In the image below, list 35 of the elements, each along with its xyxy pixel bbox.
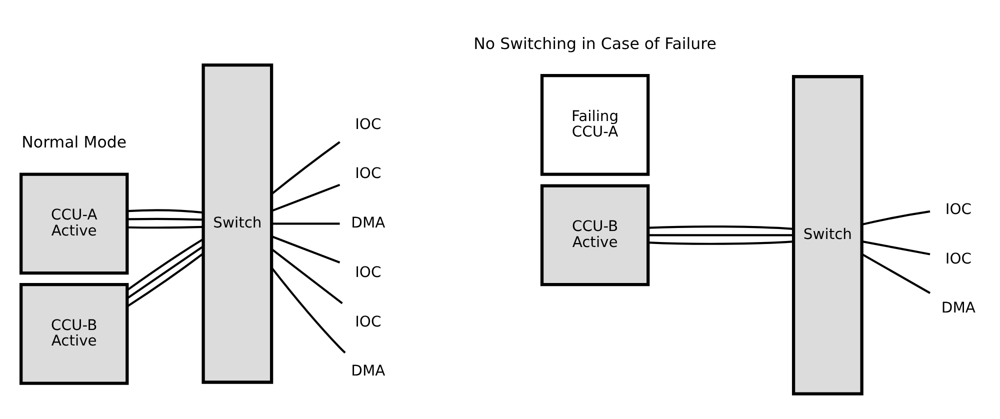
- node-text: IOC: [355, 312, 382, 330]
- connector: [648, 225, 794, 230]
- connector: [128, 217, 204, 220]
- connector: [270, 140, 340, 194]
- node-text: DMA: [351, 214, 386, 232]
- connector: [861, 252, 931, 294]
- label: No Switching in Case of Failure: [474, 33, 716, 52]
- node-box: CCU-A Active: [20, 172, 129, 274]
- connector: [126, 238, 204, 290]
- connector: [271, 183, 340, 212]
- connector: [271, 234, 340, 263]
- node-box: CCU-B Active: [20, 282, 129, 384]
- connector: [270, 248, 343, 304]
- connector: [862, 210, 930, 226]
- connector: [648, 234, 794, 236]
- node-text: IOC: [355, 115, 382, 132]
- connector: [862, 240, 930, 255]
- connector: [126, 252, 204, 307]
- label: Normal Mode: [22, 132, 127, 152]
- node-text: IOC: [355, 263, 382, 280]
- connector: [127, 208, 204, 214]
- connector: [126, 245, 204, 298]
- node-box: Switch: [202, 62, 274, 384]
- connector: [648, 240, 794, 244]
- connector: [128, 225, 204, 228]
- connector: [272, 222, 340, 224]
- node-box: Switch: [792, 74, 864, 395]
- connector: [270, 266, 346, 354]
- node-text: DMA: [941, 299, 976, 316]
- node-text: IOC: [945, 200, 972, 218]
- node-box: CCU-B Active: [540, 184, 650, 286]
- node-box: Failing CCU-A: [540, 74, 650, 176]
- node-text: IOC: [355, 164, 382, 182]
- node-text: IOC: [945, 250, 972, 267]
- node-text: DMA: [351, 362, 386, 380]
